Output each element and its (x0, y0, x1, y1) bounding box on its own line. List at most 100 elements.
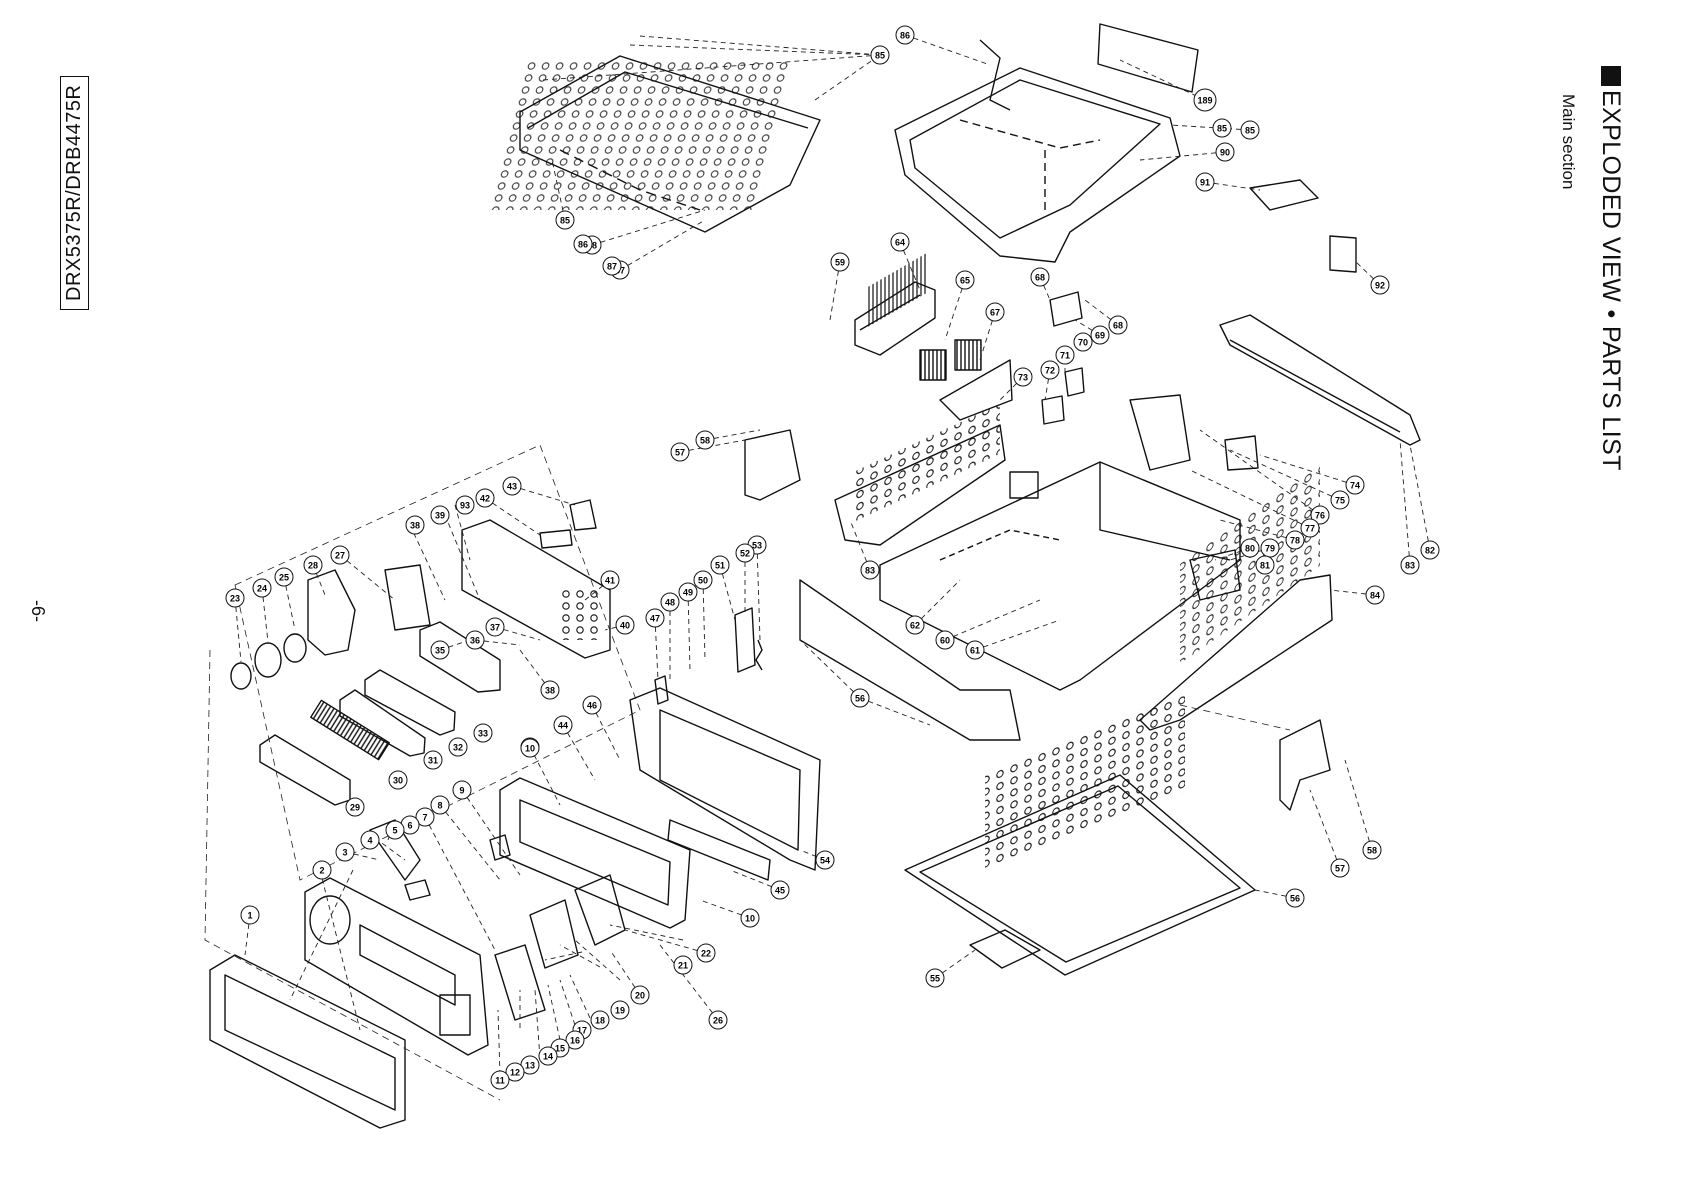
callout-56: 56 (1285, 888, 1305, 908)
callout-circle (502, 476, 522, 496)
bracket-57 (744, 429, 801, 501)
callout-6: 6 (400, 815, 420, 835)
callout-number: 69 (1095, 331, 1105, 341)
callout-number: 62 (910, 621, 920, 631)
callout-number: 47 (650, 614, 660, 624)
callout-1: 1 (240, 905, 260, 925)
key-buttons (494, 944, 546, 1021)
callout-33: 33 (473, 723, 493, 743)
callout-layer: 8586189859091928588876459656768686970717… (225, 25, 1440, 1090)
callout-84: 84 (1365, 585, 1385, 605)
callout-circle (693, 570, 713, 590)
callout-number: 2 (319, 866, 324, 876)
callout-27: 27 (330, 545, 350, 565)
callout-50: 50 (693, 570, 713, 590)
callout-47: 47 (645, 608, 665, 628)
callout-number: 13 (525, 1061, 535, 1071)
callout-number: 68 (1035, 273, 1045, 283)
callout-number: 90 (1220, 148, 1230, 158)
callout-28: 28 (303, 555, 323, 575)
callout-number: 37 (490, 623, 500, 633)
callout-25: 25 (274, 567, 294, 587)
callout-number: 9 (459, 786, 464, 796)
callout-circle (1300, 518, 1320, 538)
callout-number: 57 (675, 448, 685, 458)
callout-35: 35 (430, 640, 450, 660)
callout-55: 55 (925, 968, 945, 988)
callout-number: 46 (587, 701, 597, 711)
callout-8: 8 (430, 795, 450, 815)
callout-number: 85 (560, 216, 570, 226)
callout-76: 76 (1310, 505, 1330, 525)
callout-number: 35 (435, 646, 445, 656)
callout-54: 54 (815, 850, 835, 870)
ic-bracket (919, 349, 947, 381)
callout-circle (850, 688, 870, 708)
callout-62: 62 (905, 615, 925, 635)
knob-ring-24 (254, 642, 282, 678)
callout-5: 5 (385, 820, 405, 840)
callout-circle (735, 543, 755, 563)
callout-number: 53 (752, 541, 762, 551)
callout-circle (1215, 142, 1235, 162)
callout-20: 20 (630, 985, 650, 1005)
callout-circle (708, 1010, 728, 1030)
callout-circle (1310, 505, 1330, 525)
callout-circle (985, 302, 1005, 322)
callout-circle (1330, 490, 1350, 510)
front-chassis-bracket (834, 403, 1006, 546)
callout-number: 1 (247, 911, 252, 921)
callout-86: 86 (573, 234, 593, 254)
callout-circle (1240, 120, 1260, 140)
callout-85: 85 (1212, 118, 1232, 138)
callout-number: 57 (1335, 864, 1345, 874)
callout-circle (448, 737, 468, 757)
callout-circle (405, 515, 425, 535)
callout-circle (1365, 585, 1385, 605)
bottom-cover (904, 691, 1256, 976)
callout-number: 36 (470, 636, 480, 646)
plate-32 (364, 669, 456, 736)
callout-77: 77 (1300, 518, 1320, 538)
callout-number: 22 (701, 949, 711, 959)
dashed-outline (204, 444, 1291, 1101)
callout-31: 31 (423, 750, 443, 770)
callout-circle (240, 905, 260, 925)
callout-number: 68 (1113, 321, 1123, 331)
callout-37: 37 (485, 617, 505, 637)
callout-78: 78 (1285, 530, 1305, 550)
lcd-holder (499, 777, 691, 929)
callout-91: 91 (1195, 172, 1215, 192)
callout-number: 8 (437, 801, 442, 811)
knob-23 (230, 662, 252, 690)
callout-circle (455, 495, 475, 515)
callout-circle (1370, 275, 1390, 295)
transformer-74 (1224, 435, 1259, 471)
callout-10: 10 (520, 738, 540, 758)
callout-number: 73 (1018, 373, 1028, 383)
callout-circle (385, 820, 405, 840)
front-bezel-1 (209, 954, 406, 1129)
callout-39: 39 (430, 505, 450, 525)
callout-68: 68 (1108, 315, 1128, 335)
callout-number: 50 (698, 576, 708, 586)
callout-circle (538, 1046, 558, 1066)
callout-65: 65 (955, 270, 975, 290)
cd-mechanism-holder (384, 564, 431, 631)
callout-number: 87 (607, 262, 617, 272)
callout-7: 7 (415, 807, 435, 827)
callout-number: 83 (865, 566, 875, 576)
callout-number: 65 (960, 276, 970, 286)
callout-circle (553, 715, 573, 735)
callout-circle (430, 795, 450, 815)
callout-number: 85 (1217, 124, 1227, 134)
callout-number: 91 (1200, 178, 1210, 188)
callout-circle (925, 968, 945, 988)
callout-number: 71 (1060, 351, 1070, 361)
callout-number: 25 (279, 573, 289, 583)
callout-circle (860, 560, 880, 580)
callout-number: 86 (900, 31, 910, 41)
callout-circle (905, 615, 925, 635)
callout-73: 73 (1013, 367, 1033, 387)
callout-number: 80 (1245, 544, 1255, 554)
